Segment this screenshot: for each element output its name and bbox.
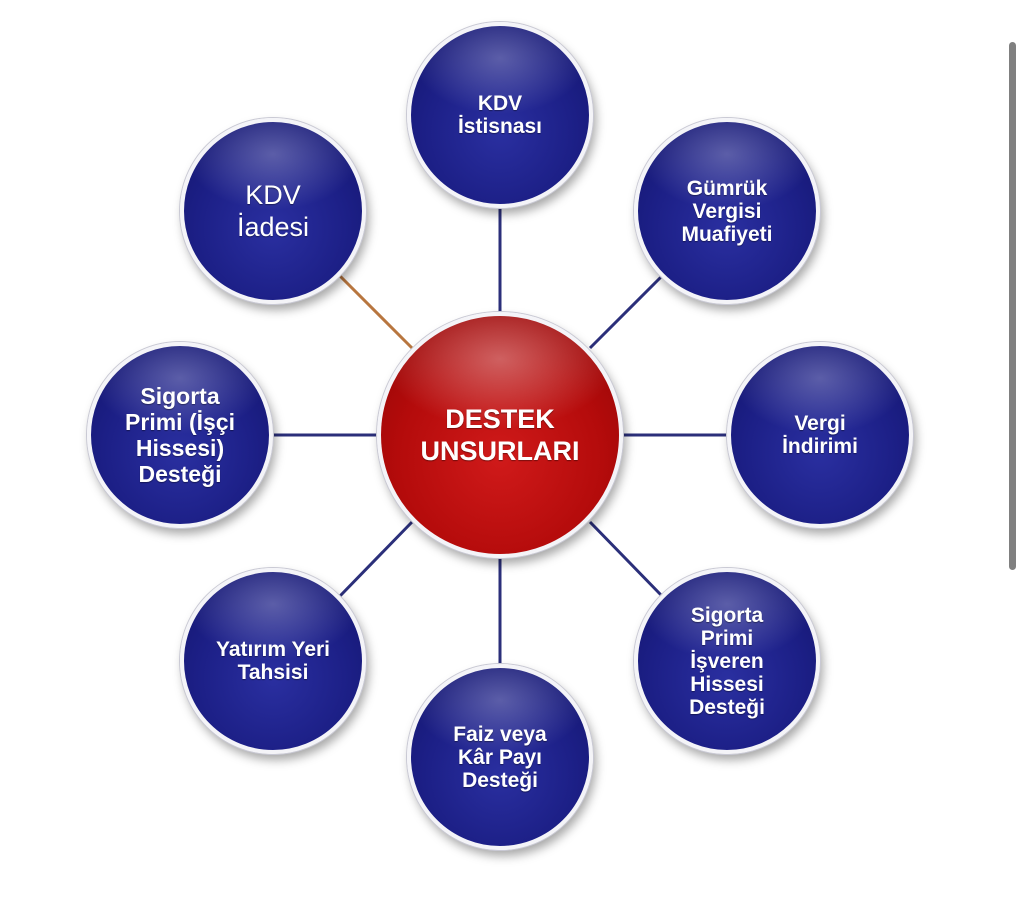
connector-sigorta-isveren bbox=[588, 520, 664, 598]
node-vergi-indirimi: Vergi İndirimi bbox=[727, 342, 913, 528]
connector-gumruk bbox=[588, 274, 664, 350]
node-label: Sigorta Primi (İşçi Hissesi) Desteği bbox=[125, 383, 235, 487]
node-destek-unsurlari: DESTEK UNSURLARI bbox=[377, 312, 623, 558]
node-label: Faiz veya Kâr Payı Desteği bbox=[453, 722, 547, 792]
node-gumruk-vergisi-muafiyeti: Gümrük Vergisi Muafiyeti bbox=[634, 118, 820, 304]
connector-yatirim-yeri bbox=[338, 520, 414, 598]
node-faiz-kar-payi: Faiz veya Kâr Payı Desteği bbox=[407, 664, 593, 850]
center-label: DESTEK UNSURLARI bbox=[420, 404, 580, 466]
node-kdv-istisnasi: KDV İstisnası bbox=[407, 22, 593, 208]
node-label: Yatırım Yeri Tahsisi bbox=[215, 638, 331, 684]
node-label: Sigorta Primi İşveren Hissesi Desteği bbox=[689, 603, 765, 719]
node-label: KDV İstisnası bbox=[457, 92, 543, 138]
node-sigorta-primi-isci: Sigorta Primi (İşçi Hissesi) Desteği bbox=[87, 342, 273, 528]
node-sigorta-primi-isveren: Sigorta Primi İşveren Hissesi Desteği bbox=[634, 568, 820, 754]
connector-kdv-iadesi bbox=[338, 274, 414, 350]
node-label: Gümrük Vergisi Muafiyeti bbox=[681, 176, 773, 246]
node-yatirim-yeri-tahsisi: Yatırım Yeri Tahsisi bbox=[180, 568, 366, 754]
vertical-scrollbar[interactable] bbox=[1009, 42, 1016, 570]
node-kdv-iadesi: KDV İadesi bbox=[180, 118, 366, 304]
node-label: Vergi İndirimi bbox=[782, 412, 858, 458]
node-label: KDV İadesi bbox=[236, 180, 310, 242]
